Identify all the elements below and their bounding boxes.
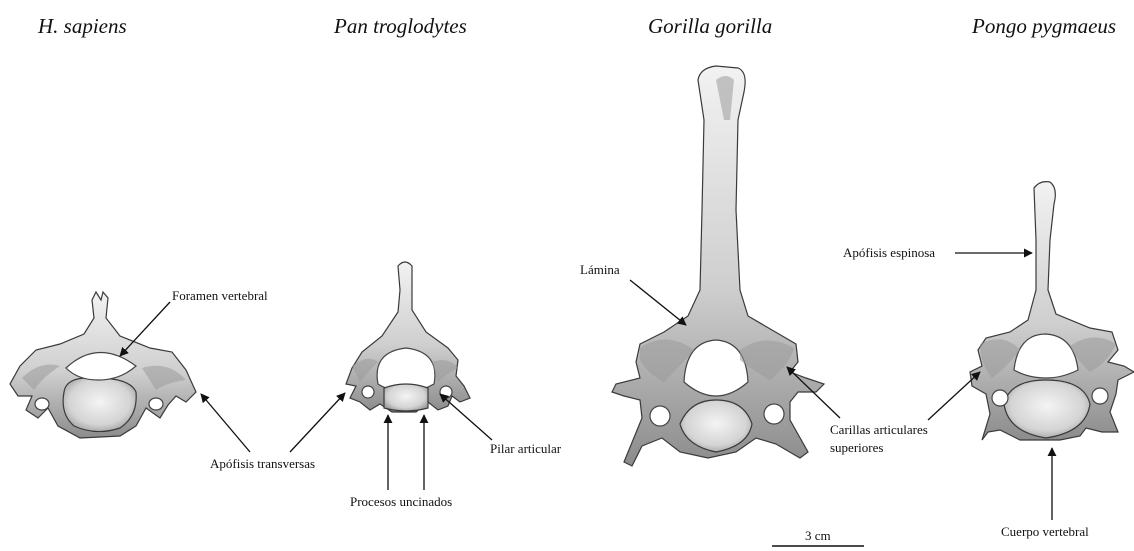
- arrow-transversas-left: [201, 394, 250, 452]
- label-pilar-articular: Pilar articular: [490, 441, 561, 456]
- title-pongo: Pongo pygmaeus: [972, 14, 1116, 39]
- pan-vertebra: [346, 262, 470, 412]
- label-cuerpo-vertebral: Cuerpo vertebral: [1001, 524, 1089, 539]
- label-lamina: Lámina: [580, 262, 620, 277]
- gorilla-vertebra: [612, 66, 824, 466]
- label-procesos-uncinados: Procesos uncinados: [350, 494, 452, 509]
- label-apofisis-espinosa: Apófisis espinosa: [843, 245, 935, 260]
- label-carillas-line1: Carillas articulares: [830, 422, 928, 437]
- arrow-pilar: [440, 394, 492, 440]
- scale-bar-label: 3 cm: [805, 528, 831, 543]
- arrow-transversas-right: [290, 393, 345, 452]
- pongo-vertebra: [970, 182, 1134, 440]
- h-sapiens-vertebra: [10, 292, 196, 438]
- title-h-sapiens: H. sapiens: [38, 14, 127, 39]
- label-foramen-vertebral: Foramen vertebral: [172, 288, 268, 303]
- title-gorilla: Gorilla gorilla: [648, 14, 772, 39]
- arrow-carillas-pongo: [928, 372, 980, 420]
- label-carillas-line2: superiores: [830, 440, 883, 455]
- arrow-lamina: [630, 280, 686, 325]
- label-apofisis-transversas: Apófisis transversas: [210, 456, 315, 471]
- title-pan: Pan troglodytes: [334, 14, 467, 39]
